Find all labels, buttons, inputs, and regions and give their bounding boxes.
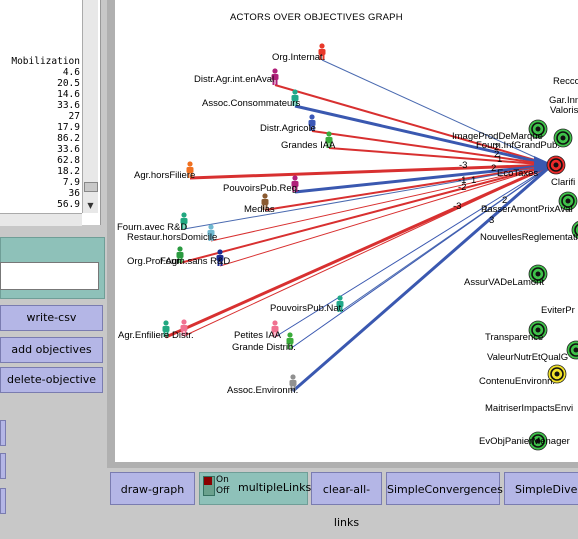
actor-label: Distr.Agricole [260,123,316,134]
actor-label: Agr.horsFiliere [134,170,195,181]
actor-label: Distr. [172,330,194,341]
link-weight-label: 2 [491,163,496,174]
objective-label: MaitriserImpactsEnvi [485,403,573,414]
objective-label: AssurVADeLamont [464,277,544,288]
objective-label: EcoTaxes [497,168,538,179]
actors-objectives-graph: ReccoGar.InnValorisImageProdDeMarqueFour… [0,0,578,526]
simple-convergences-button[interactable]: SimpleConvergences [386,472,500,505]
objective-target-icon[interactable] [547,156,565,174]
objective-label: Transparence [485,332,543,343]
link-weight-label: -2 [458,182,466,193]
actor-label: Grandes IAA [281,140,336,151]
switch-on-label: On [216,475,229,485]
actor-label: Petites IAA [234,330,282,341]
switch-label: multipleLinks? [238,481,317,494]
actor-label: Fourn.sans R&D [160,256,230,267]
objective-label: EviterPr [541,305,575,316]
objective-label: NouvellesReglementati [480,232,578,243]
actor-label: Distr.Agr.int.enAval [194,74,274,85]
link-weight-label: 1 [497,154,502,165]
link-weight-label: -3 [453,201,461,212]
actor-label: PouvoirsPub.Nat. [270,303,344,314]
actor-label: Org.Internat. [272,52,325,63]
objective-label: Clarifi [551,177,575,188]
objective-label: ContenuEnvironn. [479,376,555,387]
simple-divergences-button[interactable]: SimpleDiverge [504,472,578,505]
objective-label: PasserAmontPrixAval [481,204,573,215]
actor-label: Medias [244,204,275,215]
link-weight-label: 3 [489,215,494,226]
actor-label: Assoc.Consommateurs [202,98,300,109]
objective-label: EvObjPanierMenager [479,436,570,447]
actor-label: Restaur.horsDomicile [127,232,217,243]
actor-label: Agr.Enfiliere [118,330,169,341]
actor-label: Grande Distrib. [232,342,296,353]
objective-label: ValeurNutrEtQualG [487,352,568,363]
link-weight-label: 1 [483,204,488,215]
switch-off-label: Off [216,486,229,496]
objective-label: Recco [553,76,578,87]
objective-target-icon[interactable] [567,341,578,359]
link-line [220,165,552,266]
link-weight-label: 1 [471,175,476,186]
objective-label: Valoris [550,105,578,116]
actor-label: Assoc.Environm. [227,385,298,396]
actor-label: PouvoirsPub.Reg. [223,183,300,194]
clear-all-links-button[interactable]: clear-all-links [311,472,382,505]
draw-graph-button[interactable]: draw-graph [110,472,195,505]
link-weight-label: 2 [502,195,507,206]
link-weight-label: -3 [459,160,467,171]
link-line [275,85,552,165]
switch-knob[interactable] [204,477,212,485]
objective-label: Fourn.InfGrandPub. [476,140,560,151]
link-line [290,165,552,349]
